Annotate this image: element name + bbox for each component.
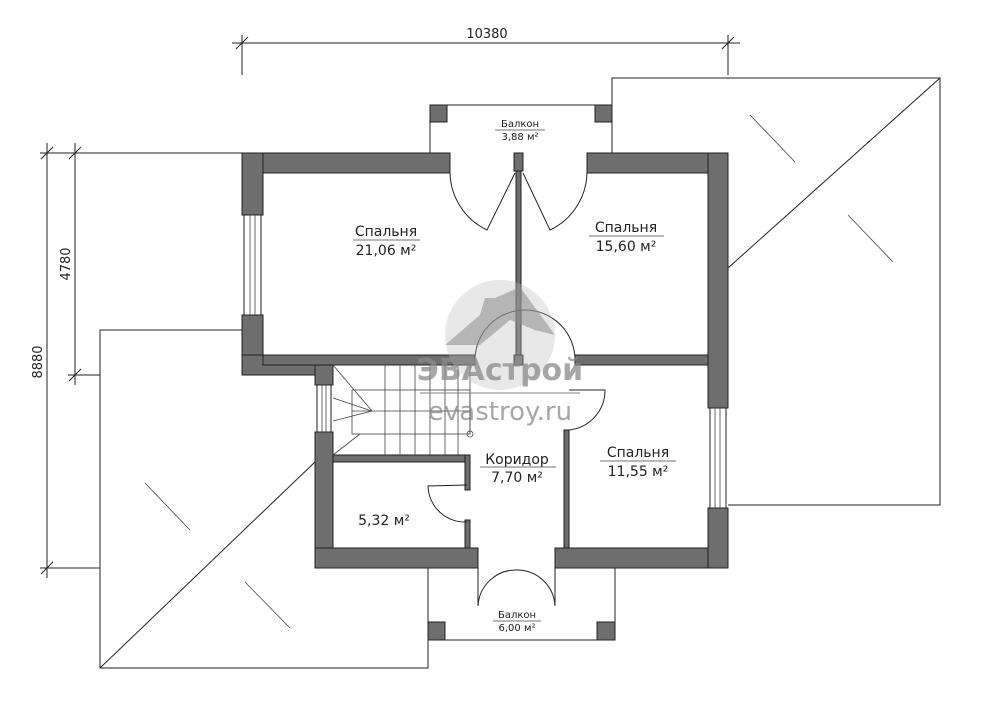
roof-left — [99, 329, 429, 669]
balcony-name: Балкон — [498, 610, 536, 621]
pillar — [594, 104, 613, 123]
watermark-url: evastroy.ru — [428, 397, 572, 427]
room-area: 5,32 м² — [358, 513, 410, 529]
balcony-top-outline — [429, 104, 613, 153]
room-name: Коридор — [485, 452, 549, 468]
balcony-bottom: Балкон 6,00 м² — [493, 610, 541, 634]
room-name: Спальня — [595, 220, 657, 236]
watermark-logo: ЭВАстрой evastroy.ru — [417, 280, 583, 427]
balcony-area: 3,88 м² — [502, 132, 539, 143]
pillar — [429, 104, 448, 123]
staircase — [332, 364, 474, 456]
room-area: 7,70 м² — [491, 470, 543, 486]
dimension-depth-label: 8880 — [31, 345, 46, 378]
room-storage: 5,32 м² — [358, 513, 410, 529]
room-name: Спальня — [607, 445, 669, 461]
room-corridor: Коридор 7,70 м² — [480, 452, 556, 486]
room-bedroom-3: Спальня 11,55 м² — [600, 445, 676, 480]
watermark-brand: ЭВАстрой — [417, 353, 583, 388]
dimension-partial-label: 4780 — [59, 247, 74, 280]
balcony-name: Балкон — [501, 119, 539, 130]
pillar — [596, 621, 616, 641]
room-bedroom-1: Спальня 21,06 м² — [353, 224, 420, 259]
windows — [243, 214, 727, 509]
room-bedroom-2: Спальня 15,60 м² — [589, 220, 664, 255]
roof-right — [611, 77, 941, 506]
balcony-area: 6,00 м² — [499, 623, 536, 634]
balcony-top: Балкон 3,88 м² — [495, 119, 545, 143]
balcony-bottom-outline — [427, 568, 616, 641]
room-area: 21,06 м² — [356, 243, 417, 259]
room-name: Спальня — [355, 224, 417, 240]
dimension-depth: 8880 4780 — [31, 143, 242, 578]
dimension-width: 10380 — [232, 27, 740, 75]
room-area: 11,55 м² — [608, 464, 669, 480]
room-area: 15,60 м² — [596, 239, 657, 255]
walls — [241, 152, 729, 569]
pillar — [427, 621, 446, 641]
dimension-width-label: 10380 — [466, 27, 507, 42]
